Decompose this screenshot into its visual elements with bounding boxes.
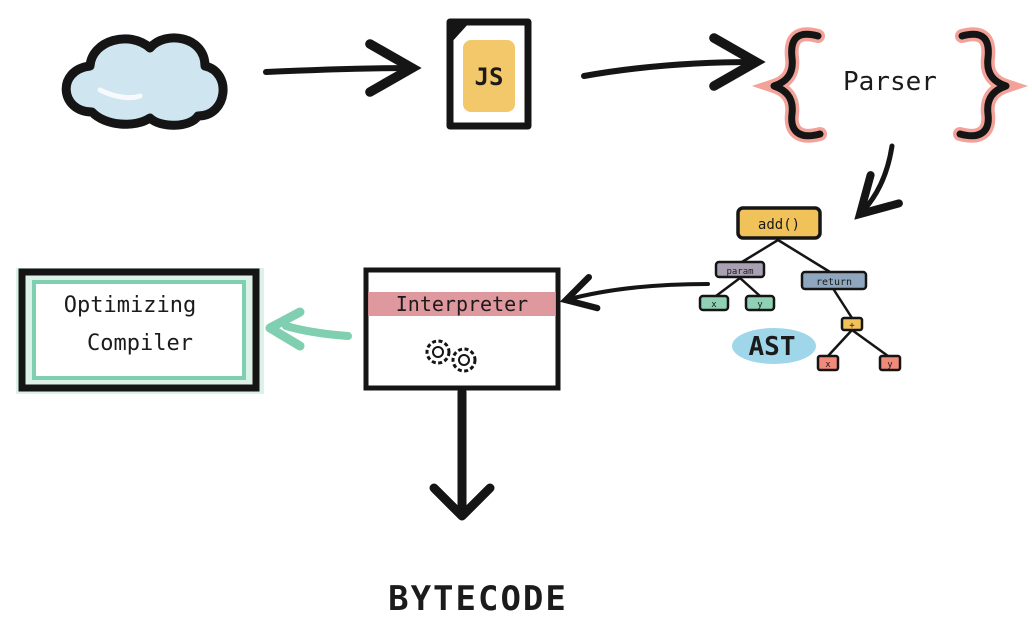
- ast-label: AST: [732, 328, 816, 364]
- ast-param-x-node: x: [698, 294, 730, 312]
- ast-op-y-label: y: [887, 360, 893, 370]
- ast-param-y-node: y: [744, 294, 776, 312]
- ast-root-node: add(): [736, 206, 822, 240]
- gears-icon: [425, 339, 477, 373]
- ast-tree: add() param return x y + x y: [698, 206, 902, 372]
- compiler-label-line2: Compiler: [87, 331, 193, 356]
- interpreter-node: Interpreter: [363, 267, 561, 391]
- arrow-interpreter-to-compiler: [265, 307, 352, 351]
- bytecode-label: BYTECODE: [388, 579, 568, 619]
- ast-op-x-node: x: [816, 354, 840, 372]
- ast-params-label: param: [726, 267, 753, 277]
- arrow-interpreter-to-bytecode: [429, 387, 495, 521]
- ast-label-text: AST: [749, 332, 796, 362]
- ast-params-node: param: [714, 260, 766, 279]
- arrow-cloud-to-js: [263, 39, 422, 97]
- interpreter-band: [368, 292, 556, 316]
- js-file-icon: JS: [446, 18, 532, 130]
- cloud-icon: [61, 33, 228, 130]
- ast-op-label: +: [849, 321, 855, 331]
- arrow-parser-to-ast: [854, 143, 903, 220]
- arrow-ast-to-interpreter: [559, 274, 710, 312]
- parser-node: Parser: [751, 27, 1029, 143]
- ast-op-x-label: x: [825, 360, 831, 370]
- ast-param-y-label: y: [757, 300, 763, 310]
- parser-label: Parser: [843, 67, 937, 97]
- ast-op-node: +: [840, 316, 864, 332]
- ast-root-label: add(): [758, 217, 800, 233]
- arrow-js-to-parser: [581, 33, 766, 91]
- optimizing-compiler-node: Optimizing Compiler: [16, 268, 264, 394]
- js-label: JS: [475, 63, 504, 91]
- ast-op-y-node: y: [878, 354, 902, 372]
- ast-return-label: return: [816, 277, 852, 288]
- ast-return-node: return: [800, 270, 868, 291]
- interpreter-label: Interpreter: [396, 292, 528, 316]
- compiler-label-line1: Optimizing: [64, 293, 196, 318]
- ast-param-x-label: x: [711, 300, 717, 310]
